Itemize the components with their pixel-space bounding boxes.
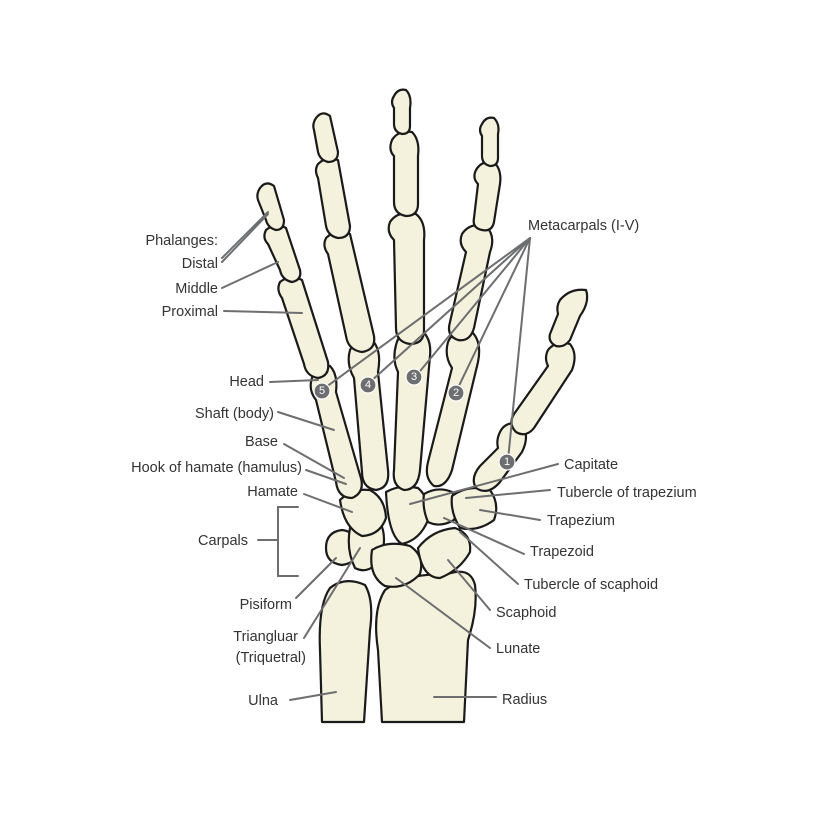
little-distal-phalanx: [256, 182, 286, 232]
leader-middle: [221, 261, 279, 289]
label-distal: Distal: [182, 256, 218, 272]
leader-scaphoid: [447, 559, 491, 611]
leader-triangular: [303, 547, 361, 639]
label-head: Head: [229, 374, 264, 390]
label-trapezium: Trapezium: [547, 513, 615, 529]
label-hamate: Hamate: [247, 484, 298, 500]
middle-proximal-phalanx: [387, 211, 426, 346]
metacarpal-number-badges: 5 4 3 2 1: [313, 368, 516, 471]
labels-left: Phalanges: Distal Middle Proximal Head S…: [131, 233, 306, 709]
label-triangular: Triangluar: [233, 629, 298, 645]
little-middle-phalanx: [263, 224, 302, 284]
label-shaft: Shaft (body): [195, 406, 274, 422]
labels-right: Metacarpals (I-V) Capitate Tubercle of t…: [496, 218, 697, 708]
metacarpal-badge-3: 3: [405, 368, 423, 386]
leader-meta-4: [369, 237, 531, 383]
leader-lunate: [395, 577, 491, 649]
ring-proximal-phalanx: [323, 230, 376, 354]
forearm-bones: [318, 570, 477, 724]
carpals-bracket: [277, 506, 299, 577]
ring-distal-phalanx: [312, 112, 340, 164]
leader-hook-of-hamate: [305, 469, 347, 485]
label-base: Base: [245, 434, 278, 450]
phalanges-thumb: [510, 288, 589, 436]
metacarpal-badge-5-text: 5: [319, 385, 325, 397]
leader-trapezium: [479, 509, 541, 521]
label-scaphoid: Scaphoid: [496, 605, 556, 621]
leader-lines: [221, 211, 559, 701]
leader-ulna: [289, 691, 337, 701]
capitate-bone: [384, 485, 430, 546]
radius-bone: [375, 570, 477, 724]
phalanges-little-finger: [256, 182, 330, 380]
label-pisiform: Pisiform: [240, 597, 292, 613]
label-middle: Middle: [175, 281, 218, 297]
metacarpal-badge-2: 2: [447, 384, 465, 402]
trapezium-bone: [450, 486, 498, 531]
label-metacarpals: Metacarpals (I-V): [528, 218, 639, 234]
label-proximal: Proximal: [162, 304, 218, 320]
label-carpals: Carpals: [198, 533, 248, 549]
thumb-distal-phalanx: [548, 288, 589, 348]
leader-meta-3: [415, 237, 531, 377]
index-middle-phalanx: [472, 160, 502, 232]
label-tubercle-of-trapezium: Tubercle of trapezium: [557, 485, 697, 501]
label-lunate: Lunate: [496, 641, 540, 657]
label-triquetral: (Triquetral): [236, 650, 306, 666]
label-capitate: Capitate: [564, 457, 618, 473]
metacarpal-badge-4-text: 4: [365, 379, 371, 391]
leader-shaft: [277, 411, 335, 431]
ulna-bone: [318, 580, 373, 724]
leader-trapezoid: [443, 517, 525, 555]
leader-pisiform: [295, 557, 337, 599]
phalanges-index-finger: [447, 116, 502, 342]
index-distal-phalanx: [478, 116, 500, 168]
leader-meta-5: [321, 237, 531, 391]
label-tubercle-of-scaphoid: Tubercle of scaphoid: [524, 577, 658, 593]
leader-capitate: [409, 463, 559, 505]
thumb-proximal-phalanx: [510, 341, 576, 436]
metacarpal-badge-1-text: 1: [504, 456, 510, 468]
label-ulna: Ulna: [248, 693, 279, 709]
metacarpal-badge-4: 4: [359, 376, 377, 394]
metacarpal-badge-2-text: 2: [453, 387, 459, 399]
lunate-bone: [370, 542, 423, 588]
label-hook-of-hamate: Hook of hamate (hamulus): [131, 460, 302, 476]
middle-middle-phalanx: [389, 130, 420, 218]
label-phalanges: Phalanges:: [145, 233, 218, 249]
leader-hamate: [303, 493, 353, 513]
leader-meta-1: [507, 237, 531, 461]
label-radius: Radius: [502, 692, 547, 708]
leader-head: [269, 379, 319, 383]
leader-tubercle-scaphoid: [459, 531, 519, 585]
leader-meta-2: [455, 237, 531, 393]
phalanges-middle-finger: [387, 88, 426, 346]
metacarpal-badge-5: 5: [313, 382, 331, 400]
metacarpal-bones: [309, 326, 528, 500]
label-trapezoid: Trapezoid: [530, 544, 594, 560]
middle-distal-phalanx: [390, 88, 412, 136]
leader-base: [283, 443, 345, 479]
metacarpal-3: [392, 326, 432, 492]
leader-proximal: [223, 310, 303, 314]
ring-middle-phalanx: [314, 157, 352, 240]
metacarpal-badge-3-text: 3: [411, 371, 417, 383]
phalanges-ring-finger: [312, 112, 376, 354]
little-proximal-phalanx: [277, 276, 330, 380]
leader-tubercle-trapezium: [465, 489, 551, 499]
metacarpal-badge-1: 1: [498, 453, 516, 471]
leader-phalanges: [221, 211, 269, 259]
carpal-bones: [324, 485, 498, 588]
leader-distal: [221, 213, 269, 263]
scaphoid-bone: [416, 526, 472, 580]
